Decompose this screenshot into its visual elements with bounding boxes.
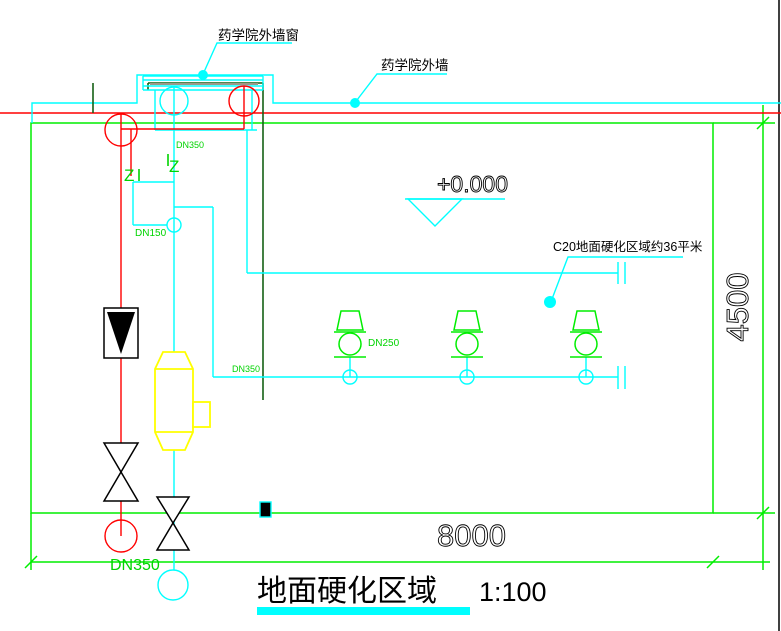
window-leader-line [203,42,292,73]
wall-leader-dot [350,98,360,108]
cyan-supply-circle [157,569,189,601]
cyan-joint-circle [166,217,182,233]
pipe-label-riser: DN350 [176,140,204,150]
sprinkler-symbol [451,310,483,358]
header-junction-1 [342,369,358,385]
red-supply-circle [104,519,138,553]
window-leader-dot [198,70,208,80]
elevation-triangle-icon [406,198,464,227]
boundary-rectangle [24,105,775,570]
water-meter-body [154,351,194,451]
valve-tag-left-label: Z [124,166,134,185]
water-meter-port [192,401,211,428]
elevation-value: +0.000 [437,171,508,197]
upper-branch-pipe [246,130,618,274]
check-valve-triangle-icon [107,312,135,354]
wall-window [142,75,264,131]
gate-valve-cyan-icon [155,496,191,551]
upper-pipe-end-cap [617,262,626,284]
window-recess-lines [154,90,257,131]
drawing-scale: 1:100 [479,577,547,607]
drawing-title: 地面硬化区域 [257,575,437,608]
valve-tag-left: Z [124,166,140,185]
area-note-leader-dot [544,296,556,308]
header-junction-2 [459,369,475,385]
header-junction-3 [578,369,594,385]
wall-cyan-line [31,74,781,123]
valve-tag-right-label: Z [169,157,179,176]
area-note-leader-line [551,256,683,300]
sprinkler-symbol [570,310,602,358]
hardened-area-outline [30,122,714,514]
marker-square [259,501,272,518]
title-block: 地面硬化区域 1:100 [257,575,547,615]
leader-window: 药学院外墙窗 [198,27,299,80]
sprinkler-riser-stubs [349,357,587,377]
wall-label: 药学院外墙 [381,58,449,73]
red-branch-pipe [121,86,245,176]
red-riser-circle-left [104,113,138,147]
pipe-label-branch: DN150 [135,228,167,239]
pipe-label-feed: DN350 [232,364,260,374]
title-underline [257,607,470,615]
sprinkler-feed-pipe [174,206,214,377]
water-meter-lines [155,368,193,433]
pipe-label-supply-bottom: DN350 [110,557,160,574]
area-note-label: C20地面硬化区域约36平米 [553,239,703,254]
window-label: 药学院外墙窗 [218,27,299,43]
valve-tag-right: Z [167,154,179,176]
dimension-vertical: 4500 [720,273,755,342]
dimension-horizontal: 8000 [437,518,506,553]
cyan-pipe-system [132,86,626,601]
leader-wall: 药学院外墙 [350,58,449,108]
elevation-marker: +0.000 [405,171,508,227]
leader-area-note: C20地面硬化区域约36平米 [544,239,703,308]
red-riser-circle-right [228,85,260,117]
gate-valve-red-icon [102,442,140,502]
sprinkler-symbol [334,310,366,358]
header-pipe-end-cap [617,366,626,389]
cyan-riser-circle [159,86,189,116]
wall-leader-line [356,73,447,101]
equipment [102,307,272,551]
dim-tick-marks [24,116,770,569]
dn150-branch-pipe [132,181,174,226]
pipe-label-sprinkler-header: DN250 [368,338,400,349]
